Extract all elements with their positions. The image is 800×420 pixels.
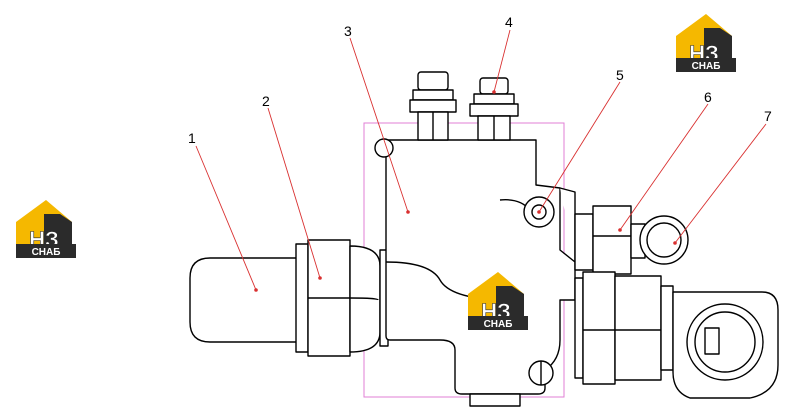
lower-elbow-fitting: [672, 291, 779, 399]
callout-6: 6: [704, 89, 712, 105]
leader-2: [267, 107, 321, 279]
part-2-hex-nut: [295, 239, 389, 357]
leader-dot-6: [618, 228, 622, 232]
callout-1: 1: [188, 130, 196, 146]
leader-dot-1: [254, 288, 258, 292]
callout-2: 2: [262, 93, 270, 109]
part-4-top-fitting-left: [409, 71, 457, 141]
leader-lines: [195, 29, 767, 291]
leader-1: [195, 145, 257, 291]
watermark-logo-center: НЗ СНАБ: [468, 272, 528, 330]
leader-dots: [254, 90, 677, 292]
leader-dot-7: [673, 241, 677, 245]
part-4-top-fitting-right: [469, 77, 519, 141]
callout-7: 7: [764, 108, 772, 124]
watermark-caption-2: СНАБ: [32, 247, 61, 258]
callout-3: 3: [344, 23, 352, 39]
leader-dot-3: [406, 210, 410, 214]
watermark-caption-3: СНАБ: [484, 319, 513, 330]
watermark-logo-top-right: НЗ СНАБ: [676, 14, 736, 72]
part-6-hex-adapter: [574, 205, 646, 275]
leader-3: [349, 37, 409, 213]
leader-6: [619, 103, 709, 231]
leader-dot-4: [492, 90, 496, 94]
callout-4: 4: [505, 14, 513, 30]
watermark-caption-1: СНАБ: [692, 61, 721, 72]
part-3-valve-body: [374, 138, 576, 407]
part-1-end-cap: [189, 257, 301, 343]
watermark-logo-left: НЗ СНАБ: [16, 200, 76, 258]
leader-5: [538, 81, 621, 213]
leader-4: [493, 29, 511, 93]
callout-5: 5: [616, 67, 624, 83]
lower-hex-nut: [574, 271, 674, 385]
part-7-elbow-fitting: [639, 215, 689, 265]
leader-dot-5: [537, 210, 541, 214]
leader-dot-2: [318, 276, 322, 280]
leader-7: [674, 123, 767, 244]
